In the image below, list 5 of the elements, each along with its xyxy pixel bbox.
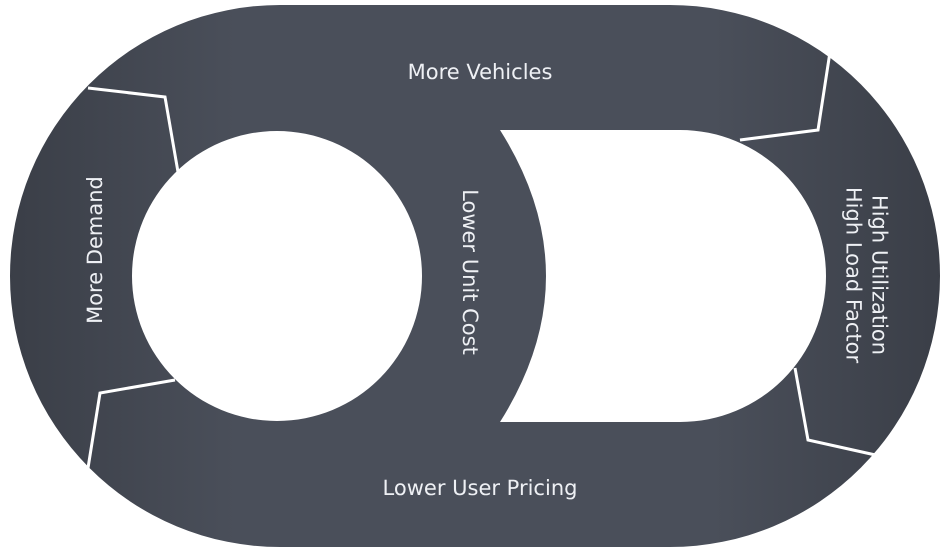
segment-label: High Utilization High Load Factor [840,180,892,370]
segment-label: Lower User Pricing [330,474,630,502]
segment-label: More Vehicles [330,58,630,86]
segment-label: Lower Unit Cost [456,142,484,402]
segment-label: More Demand [82,120,108,380]
